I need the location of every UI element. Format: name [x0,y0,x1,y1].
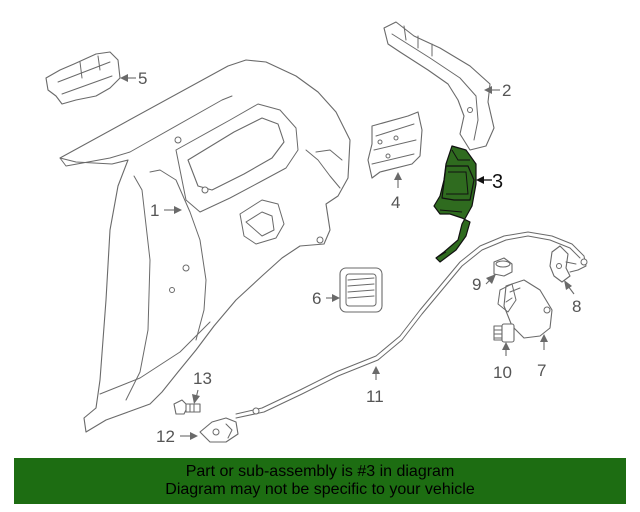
callout-10-label: 10 [493,363,512,382]
part-13-bolt[interactable] [173,399,201,415]
callout-6-label: 6 [312,289,321,308]
callout-9: 9 [472,274,496,294]
callout-3-label: 3 [492,171,503,193]
part-4-reinforcement[interactable] [367,111,423,179]
callout-8: 8 [564,280,581,316]
callout-12: 12 [156,427,198,446]
part-5-bracket[interactable] [45,51,121,105]
callout-5-label: 5 [138,69,147,88]
callout-10: 10 [493,342,512,382]
callout-2: 2 [484,81,511,100]
parts-diagram: 1 2 3 4 [45,21,588,446]
part-2-rail-bracket[interactable] [383,21,495,151]
callout-1: 1 [150,201,182,220]
callout-7: 7 [537,334,548,380]
callout-5: 5 [120,69,147,88]
part-1-quarter-panel[interactable] [59,59,351,433]
banner-line-1: Part or sub-assembly is #3 in diagram [185,463,455,480]
part-6-vent-grille[interactable] [339,267,383,313]
callout-9-label: 9 [472,275,481,294]
callout-2-label: 2 [502,81,511,100]
callout-11-label: 11 [366,387,384,406]
callout-12-label: 12 [156,427,175,446]
callout-11: 11 [366,366,384,406]
part-11-release-cable[interactable] [235,231,588,419]
part-3-fuel-filler-housing[interactable] [433,145,477,263]
part-10-screw[interactable] [493,323,515,343]
part-7-fuel-door[interactable] [497,279,553,339]
callout-8-label: 8 [572,297,581,316]
callout-4-label: 4 [391,193,400,212]
banner-line-2: Diagram may not be specific to your vehi… [165,481,475,498]
callout-13-label: 13 [193,369,212,388]
part-9-bushing[interactable] [493,257,513,277]
callout-4: 4 [391,172,402,212]
callout-7-label: 7 [537,361,546,380]
callout-6: 6 [312,289,340,308]
part-8-actuator[interactable] [549,245,579,283]
part-12-cable-handle[interactable] [199,417,239,443]
callout-3: 3 [476,171,503,193]
callout-13: 13 [192,369,212,404]
callout-1-label: 1 [150,201,159,220]
info-banner: Part or sub-assembly is #3 in diagram Di… [14,458,626,504]
